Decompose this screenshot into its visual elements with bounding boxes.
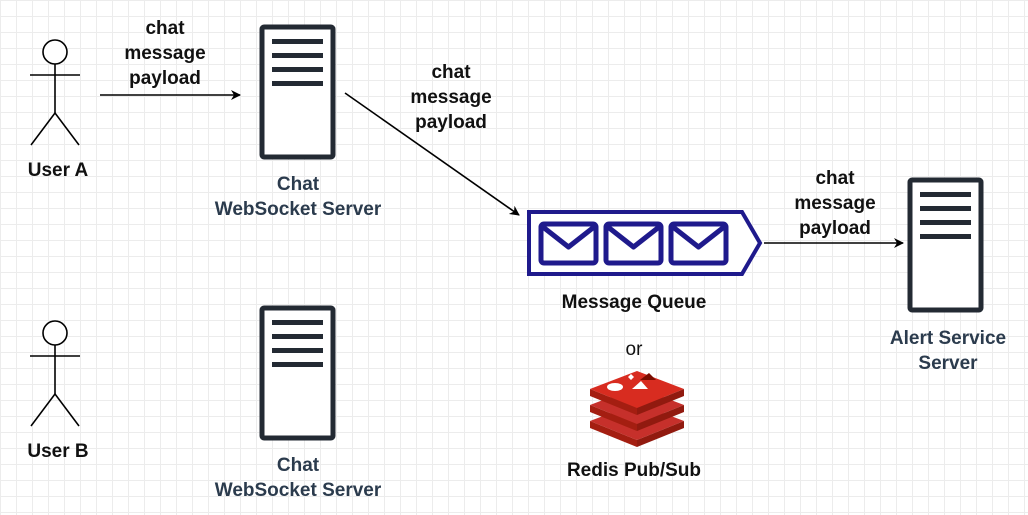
edge-label-line: message <box>410 87 492 108</box>
queue-envelope-1-icon <box>538 221 599 266</box>
redis-pubsub-label: Redis Pub/Sub <box>566 460 702 481</box>
server-label-line: Chat <box>276 455 320 476</box>
chat-server-1-label: Chat WebSocket Server <box>188 172 408 222</box>
user-a-actor-icon[interactable] <box>30 39 80 146</box>
redis-logo-icon[interactable] <box>590 371 684 447</box>
user-b-actor-icon[interactable] <box>30 320 80 427</box>
message-queue-icon[interactable] <box>527 210 763 276</box>
server-label-line: WebSocket Server <box>214 199 382 220</box>
or-label: or <box>625 339 643 360</box>
message-queue-label: Message Queue <box>561 292 707 313</box>
edge-label-queue-to-alert: chat message payload <box>780 166 890 241</box>
edge-label-line: payload <box>799 218 871 239</box>
chat-server-1-icon[interactable] <box>259 24 336 160</box>
server-label-line: Alert Service <box>889 328 1007 349</box>
server-label-line: WebSocket Server <box>214 480 382 501</box>
edge-label-line: payload <box>415 112 487 133</box>
edge-label-line: chat <box>145 18 185 39</box>
edge-label-line: payload <box>129 68 201 89</box>
edge-label-user-to-chat: chat message payload <box>110 16 220 91</box>
user-a-label: User A <box>27 160 89 181</box>
edge-label-line: message <box>124 43 206 64</box>
queue-envelope-2-icon <box>603 221 664 266</box>
queue-envelope-3-icon <box>668 221 729 266</box>
user-b-label: User B <box>27 441 89 462</box>
edge-label-line: message <box>794 193 876 214</box>
server-label-line: Chat <box>276 174 320 195</box>
chat-server-2-label: Chat WebSocket Server <box>188 453 408 503</box>
alert-server-label: Alert Service Server <box>858 326 1028 376</box>
edge-label-line: chat <box>815 168 855 189</box>
edge-chat-server-to-queue <box>344 92 520 216</box>
server-label-line: Server <box>918 353 978 374</box>
alert-server-icon[interactable] <box>907 177 984 313</box>
edge-label-chat-to-queue: chat message payload <box>396 60 506 135</box>
edge-label-line: chat <box>431 62 471 83</box>
chat-server-2-icon[interactable] <box>259 305 336 441</box>
